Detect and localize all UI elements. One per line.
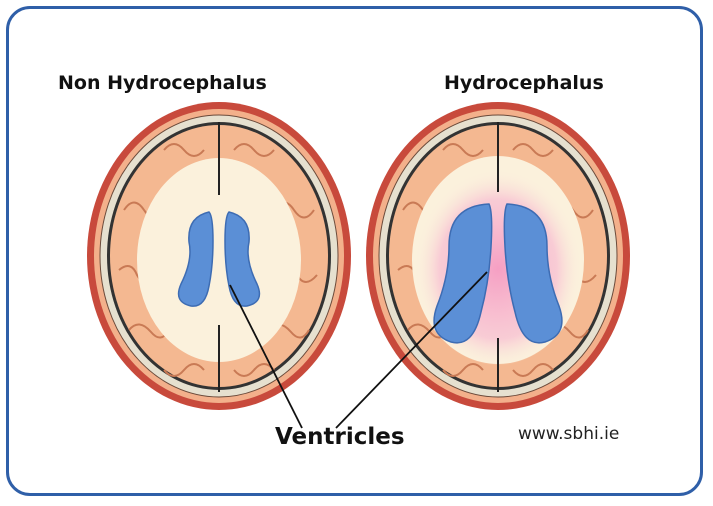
brain-hydrocephalus-illustration	[363, 100, 633, 412]
title-hydrocephalus: Hydrocephalus	[444, 72, 604, 94]
ventricles-label: Ventricles	[275, 424, 405, 450]
brain-normal-illustration	[84, 100, 354, 412]
website-label: www.sbhi.ie	[518, 424, 619, 444]
title-non-hydrocephalus: Non Hydrocephalus	[58, 72, 267, 94]
